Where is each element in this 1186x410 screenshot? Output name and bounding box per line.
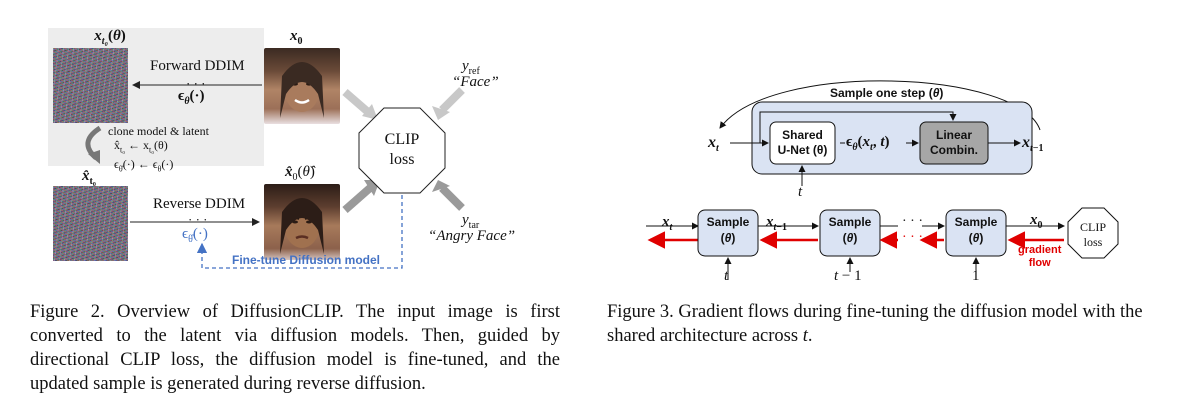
reverse-dots: · · · — [188, 212, 208, 227]
forward-ddim-label: Forward DDIM — [150, 58, 245, 74]
chain-x-t-minus-1-label: xt−1 — [766, 214, 787, 233]
chain-x-t-label: xt — [662, 214, 673, 233]
gradient-flow-label: gradient flow — [1018, 244, 1061, 270]
clone-text: clone model & latent x̂t₀ ← xt₀(θ) ϵθ̂(·… — [108, 124, 209, 177]
shared-unet-label: Shared U-Net (θ) — [770, 128, 835, 158]
shared-unet-line-1: Shared — [782, 128, 823, 142]
sample-box-1 — [945, 209, 1007, 257]
sample-box-t-minus-1-line-1: Sample — [828, 215, 872, 229]
chain-t-minus-1-label: t − 1 — [834, 268, 862, 284]
cloned-latent-noise-image — [53, 186, 128, 261]
sample-one-step-label: Sample one step (θ) — [830, 86, 944, 100]
sample-box-t-minus-1-label: Sample (θ) — [820, 214, 880, 246]
clip-loss-small-line-1: CLIP — [1079, 220, 1106, 234]
chain-x-0-label: x0 — [1030, 212, 1043, 231]
y-tar-text: “Angry Face” — [428, 228, 516, 244]
xhat0-to-clip-arrow — [342, 184, 373, 214]
sample-box-t-line-2: (θ) — [720, 231, 736, 245]
linear-combin-label: Linear Combin. — [920, 128, 988, 158]
clip-label-line-1: CLIP — [384, 131, 420, 148]
figure-3-caption: Figure 3. Gradient flows during fine-tun… — [607, 302, 1143, 346]
latent-x-t0-label: xt₀(θ) — [94, 28, 126, 47]
clip-loss-small-line-2: loss — [1083, 235, 1103, 249]
chain-t-label: t — [724, 268, 729, 284]
sample-box-1-line-1: Sample — [954, 215, 998, 229]
top-x-t-minus-1-label: xt−1 — [1022, 134, 1044, 155]
clip-label-line-2: loss — [389, 151, 415, 168]
y-ref-label: yref — [462, 58, 480, 77]
sample-box-t — [697, 209, 759, 257]
input-face-image — [264, 48, 340, 124]
clip-loss-label: CLIP loss — [359, 130, 445, 170]
clone-line-3: ϵθ̂(·) ← ϵθ(·) — [114, 157, 174, 174]
forward-eps-label: ϵθ(·) — [178, 88, 205, 107]
output-face-image — [264, 184, 340, 260]
figure-2-diagram — [85, 81, 465, 269]
ytar-to-clip-arrow — [439, 185, 465, 211]
y-ref-text: “Face” — [452, 74, 499, 90]
finetune-label: Fine-tune Diffusion model — [232, 253, 380, 267]
x0-to-clip-arrow — [342, 88, 371, 116]
x0-label: x0 — [290, 28, 303, 47]
sample-box-t-label: Sample (θ) — [698, 214, 758, 246]
angry-face-sketch-icon — [280, 198, 324, 254]
reverse-eps-label: ϵθ̂(·) — [182, 226, 208, 245]
latent-noise-image — [53, 48, 128, 123]
shared-unet-line-2: U-Net (θ) — [777, 143, 828, 157]
sample-box-1-line-2: (θ) — [968, 231, 984, 245]
top-t-label: t — [798, 184, 803, 200]
gradient-flow-line-1: gradient — [1018, 244, 1062, 256]
face-sketch-icon — [280, 62, 324, 118]
clip-loss-small-label: CLIP loss — [1068, 220, 1118, 250]
sample-box-1-label: Sample (θ) — [946, 214, 1006, 246]
clip-loss-octagon-small — [1067, 207, 1119, 259]
top-x-t-label: xt — [708, 134, 719, 155]
reverse-ddim-label: Reverse DDIM — [153, 196, 246, 212]
figure-3-diagram — [646, 80, 1119, 280]
clone-line-2: x̂t₀ ← xt₀(θ) — [114, 138, 168, 155]
sample-box-t-line-1: Sample — [706, 215, 750, 229]
chain-dots: · · · — [902, 214, 923, 229]
forward-dots: · · · — [186, 76, 206, 91]
shared-unet-box — [769, 121, 836, 165]
linear-combin-line-1: Linear — [935, 128, 972, 142]
yref-to-clip-arrow — [439, 87, 465, 113]
chain-dots-red: · · · — [902, 230, 923, 245]
clip-loss-octagon — [358, 107, 446, 194]
y-tar-label: ytar — [462, 212, 480, 231]
gradient-flow-line-2: flow — [1028, 257, 1051, 269]
xhat-t0-label: x̂t₀ — [82, 168, 96, 187]
sample-box-t-minus-1-line-2: (θ) — [842, 231, 858, 245]
finetune-dashed-arrow — [196, 195, 403, 269]
clone-line-1: clone model & latent — [108, 124, 209, 138]
linear-combin-line-2: Combin. — [930, 143, 978, 157]
chain-one-label: 1 — [972, 268, 980, 284]
figure-2-caption: Figure 2. Overview of DiffusionCLIP. The… — [30, 302, 560, 394]
eps-expr-label: ϵθ(xt, t) — [846, 134, 890, 153]
xhat0-label: x̂0(θ̂) — [285, 164, 315, 183]
